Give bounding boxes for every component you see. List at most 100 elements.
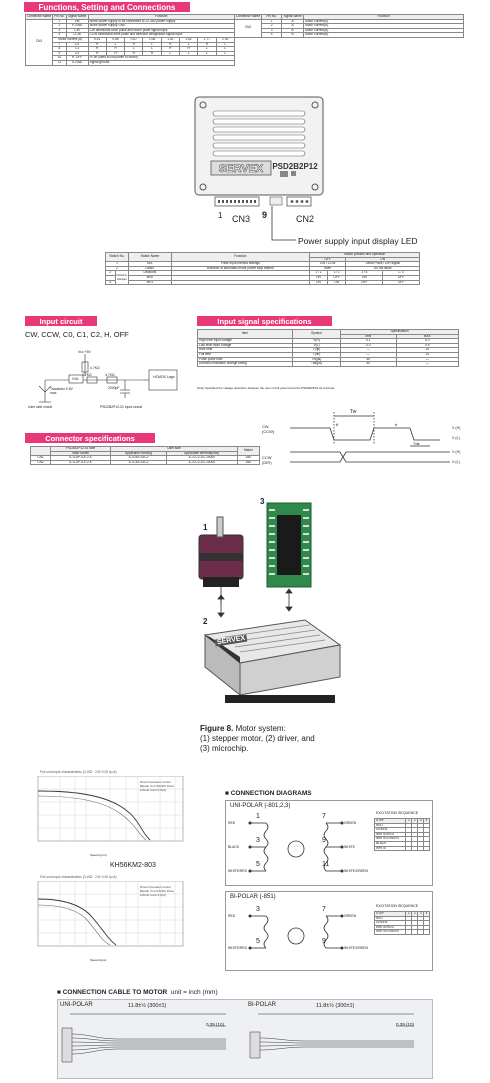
cell: OFF (345, 279, 384, 286)
cell: OFF (382, 279, 420, 286)
bi-pin-right: 7 (322, 906, 326, 913)
board-model: PSD2B2P12 (272, 162, 318, 171)
cable-length-bi: 11.8±½ (300±1) (316, 1003, 355, 1009)
motor-label-2: 2 (203, 617, 208, 626)
cell: ON (326, 279, 347, 286)
bipolar-panel: BI-POLAR (-851) RED WHITE/RED 3 5 7 9 GR… (225, 891, 433, 971)
board-brand: SERVEX (219, 163, 264, 175)
timing-vl2: V (L) (452, 460, 460, 464)
uni-wire-left: BLACK (228, 845, 240, 849)
uni-pin-left: 3 (256, 837, 260, 844)
cn1-table: Connector Name Pin No. Signal Name Funct… (24, 14, 236, 66)
board-label-9: 9 (262, 210, 268, 220)
cable-bipolar-label: BI-POLAR (248, 1002, 277, 1008)
caption-line3: (3) microchip. (200, 744, 249, 753)
cable-title: ■ CONNECTION CABLE TO MOTOR unit = inch … (57, 989, 218, 996)
circuit-user-caption: User side circuit (28, 405, 53, 409)
input-circuit-schematic (38, 354, 178, 403)
timing-diagram (290, 412, 450, 463)
cell: IL-S-4S-S3C2 (110, 459, 167, 466)
conn-header (30, 445, 51, 457)
cell (170, 279, 310, 286)
cell: 4 (105, 279, 116, 286)
cable-panel: UNI-POLAR BI-POLAR 11.8±½ (300±1) 11.8±½… (57, 999, 433, 1079)
circuit-logic: HCMOS Logic (153, 375, 175, 379)
board-label-cn2: CN2 (296, 214, 315, 224)
board-label-cn3: CN3 (232, 214, 251, 224)
driver-board-illustration: SERVEX PSD2B2P12 (194, 96, 324, 207)
cell: JAE (236, 459, 261, 466)
curve1-title: Pull out torque characteristics (3.16Ω ·… (40, 770, 117, 774)
cell: IL-S-C2-SC-10000 (165, 459, 238, 466)
cable-strip-bi: 0.39 (10) (396, 1022, 415, 1027)
timing-tf: tf (336, 422, 339, 427)
uni-pin-right: 9 (322, 837, 326, 844)
cell: S-GND (65, 59, 89, 66)
connection-title-text: CONNECTION DIAGRAMS (230, 790, 312, 797)
cell: 50 (340, 361, 397, 367)
cell: Tdir(μs) (292, 361, 341, 367)
cable-length-uni: 11.8±½ (300±1) (128, 1003, 167, 1009)
uni-pin-left: 1 (256, 813, 260, 820)
input-spec-title: Input signal specifications (197, 316, 332, 326)
bi-wire-right: GREEN (344, 914, 357, 918)
unipolar-title: UNI-POLAR (-801,2,3) (230, 803, 291, 809)
torque-curve-1 (37, 776, 184, 842)
unipolar-panel: UNI-POLAR (-801,2,3) RED BLACK WHITE/RED… (225, 800, 433, 886)
timing-ccw: CCW (DIR) (262, 455, 272, 465)
cell: ON (308, 279, 328, 286)
timing-vh: V (H) (452, 426, 461, 430)
input-circuit-title: Input circuit (25, 316, 97, 326)
uni-pin-right: 7 (322, 813, 326, 820)
switch-header: Function (170, 251, 310, 263)
timing-tw: Tw (350, 409, 357, 415)
circuit-cn1: CN1 (72, 377, 79, 381)
cn1-header: Signal Name (65, 14, 89, 20)
cn2-table: Connector Name Pin No. Signal Name Funct… (233, 14, 464, 38)
cell: Motor current(B̅) (303, 32, 464, 38)
cable-strip-uni: 0.39 (10) (206, 1022, 225, 1027)
motor-system-illustration (198, 502, 342, 703)
uni-sequence-table: STEP 1 2 3 4 RED GREEN WHITE/RED WHITE/G… (373, 818, 430, 852)
cell: Signal ground (87, 59, 236, 66)
caption-line2: (1) stepper motor, (2) driver, and (200, 734, 315, 743)
circuit-driver-caption: PSD2B2P12-01 input circuit (100, 405, 143, 409)
input-spec-note: Note) Specified the voltage waveform bet… (197, 386, 335, 390)
curve2-xaxis: Speed (pps) (90, 958, 107, 962)
bipolar-coil-diagram (248, 914, 344, 950)
input-spec-table: Item Symbol Specification MIN MAX High l… (197, 328, 460, 367)
motor-label-3: 3 (260, 497, 265, 506)
bi-pin-left: 3 (256, 906, 260, 913)
curve-model: KH56KM2-803 (110, 862, 156, 869)
circuit-vcc: Vcc +5V (78, 350, 91, 354)
cell: 11 (52, 59, 67, 66)
uni-pin-left: 5 (256, 861, 260, 868)
cable-bipolar-drawing (249, 1013, 414, 1059)
bipolar-title: BI-POLAR (-851) (230, 894, 276, 900)
connection-title: ■ CONNECTION DIAGRAMS (225, 790, 312, 797)
circuit-r2: 4.7KΩ (82, 373, 92, 377)
circuit-cap: 2200pF (108, 386, 120, 390)
timing-cw: CW (CCW) (262, 424, 275, 434)
cable-title-text: CONNECTION CABLE TO MOTOR (62, 989, 168, 996)
power-led-label: Power supply input display LED (298, 236, 418, 246)
uni-wire-left: RED (228, 821, 236, 825)
curve1-legend: Drive=Constant current Bipolar Vm=36VDC … (140, 780, 174, 792)
uni-wire-left: WHITE/RED (228, 869, 248, 873)
cn1-header: Pin No. (52, 14, 67, 20)
timing-tr: tr (395, 422, 398, 427)
connector-spec-title: Connector specifications (25, 433, 155, 443)
input-circuit-signals: CW, CCW, C0, C1, C2, H, OFF (25, 330, 129, 339)
bi-excitation-title: EXCITATION SEQUENCE (376, 904, 419, 908)
cable-unit: unit = inch (mm) (170, 989, 218, 996)
circuit-r1: 4.7KΩ (90, 366, 100, 370)
conn-header: Maker (236, 445, 261, 457)
timing-tdir: Tdir (413, 441, 420, 446)
uni-wire-right: WHITE/GREEN (344, 869, 368, 873)
side-label: Divisions changes (114, 270, 129, 286)
spec-header: Item (197, 328, 293, 340)
cell: B̅ (281, 32, 305, 38)
cell: Direction indication change timing (197, 361, 293, 367)
cn2-header: Connector Name (233, 14, 263, 20)
square-bullet-icon: ■ (225, 790, 231, 797)
